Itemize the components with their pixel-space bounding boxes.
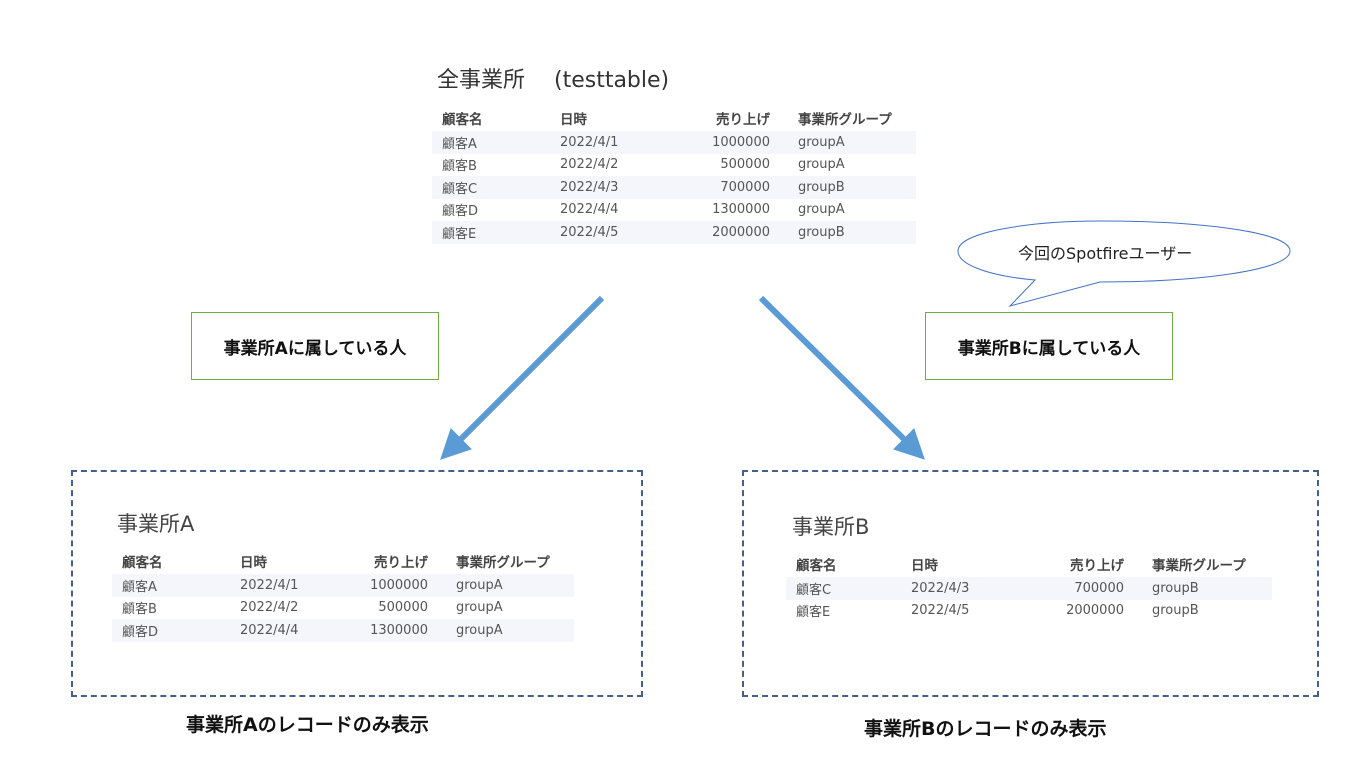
cell-sales: 500000 <box>378 600 428 616</box>
column-header-date: 日時 <box>240 555 267 571</box>
office-a-panel <box>71 470 643 697</box>
cell-customer: 顧客D <box>112 619 230 642</box>
cell-office-group: groupB <box>788 176 916 199</box>
cell-customer: 顧客B <box>122 602 157 618</box>
column-header-office-group: 事業所グループ <box>798 112 892 128</box>
column-header-customer: 顧客名 <box>442 112 483 128</box>
cell-sales: 1000000 <box>668 131 788 154</box>
cell-office-group: groupA <box>788 131 916 154</box>
table-row: 顧客D 2022/4/4 1300000 groupA <box>112 619 574 642</box>
cell-date: 2022/4/3 <box>901 577 1016 600</box>
table-header-row: 顧客名 日時 売り上げ 事業所グループ <box>112 548 574 574</box>
table-row: 顧客C 2022/4/3 700000 groupB <box>786 577 1272 600</box>
cell-customer: 顧客C <box>786 577 901 600</box>
cell-date: 2022/4/3 <box>550 176 668 199</box>
all-offices-table: 顧客名 日時 売り上げ 事業所グループ 顧客A 2022/4/1 1000000… <box>432 105 916 244</box>
speech-bubble-text: 今回のSpotfireユーザー <box>1018 244 1193 263</box>
table-row: 顧客A 2022/4/1 1000000 groupA <box>112 574 574 597</box>
column-header-customer: 顧客名 <box>796 558 837 574</box>
column-header-date: 日時 <box>560 112 587 128</box>
column-header-office-group: 事業所グループ <box>456 555 550 571</box>
cell-date: 2022/4/1 <box>230 574 348 597</box>
cell-office-group: groupA <box>456 600 503 616</box>
arrow-to-office-b <box>758 295 925 460</box>
cell-customer: 顧客A <box>112 574 230 597</box>
label-office-a-member: 事業所Aに属している人 <box>191 312 439 380</box>
table-row: 顧客D 2022/4/4 1300000 groupA <box>432 199 916 222</box>
column-header-customer: 顧客名 <box>122 555 163 571</box>
cell-customer: 顧客D <box>442 204 479 220</box>
table-header-row: 顧客名 日時 売り上げ 事業所グループ <box>432 105 916 131</box>
cell-customer: 顧客C <box>432 176 550 199</box>
office-a-caption: 事業所Aのレコードのみ表示 <box>186 714 429 736</box>
cell-date: 2022/4/5 <box>550 221 668 244</box>
column-header-sales: 売り上げ <box>374 555 428 571</box>
cell-office-group: groupA <box>446 619 574 642</box>
office-a-title: 事業所A <box>117 512 195 536</box>
arrow-to-office-a <box>440 295 605 460</box>
cell-sales: 2000000 <box>668 221 788 244</box>
office-a-table: 顧客名 日時 売り上げ 事業所グループ 顧客A 2022/4/1 1000000… <box>112 548 574 642</box>
cell-customer: 顧客E <box>432 221 550 244</box>
cell-office-group: groupB <box>788 221 916 244</box>
column-header-sales: 売り上げ <box>716 112 770 128</box>
table-row: 顧客B 2022/4/2 500000 groupA <box>432 154 916 177</box>
column-header-sales: 売り上げ <box>1070 558 1124 574</box>
cell-office-group: groupA <box>446 574 574 597</box>
table-row: 顧客E 2022/4/5 2000000 groupB <box>786 600 1272 623</box>
cell-sales: 1300000 <box>348 619 446 642</box>
office-b-panel <box>742 470 1319 697</box>
label-office-b-member: 事業所Bに属している人 <box>925 312 1173 380</box>
cell-date: 2022/4/4 <box>230 619 348 642</box>
cell-customer: 顧客B <box>442 159 477 175</box>
column-header-date: 日時 <box>911 558 938 574</box>
table-header-row: 顧客名 日時 売り上げ 事業所グループ <box>786 551 1272 577</box>
cell-date: 2022/4/2 <box>560 157 619 173</box>
cell-office-group: groupA <box>798 157 845 173</box>
all-offices-title: 全事業所 (testtable) <box>437 68 670 93</box>
table-row: 顧客A 2022/4/1 1000000 groupA <box>432 131 916 154</box>
cell-sales: 2000000 <box>1066 603 1124 619</box>
cell-sales: 700000 <box>1016 577 1142 600</box>
cell-sales: 700000 <box>668 176 788 199</box>
office-b-title: 事業所B <box>792 515 870 539</box>
cell-office-group: groupA <box>798 202 845 218</box>
office-b-table: 顧客名 日時 売り上げ 事業所グループ 顧客C 2022/4/3 700000 … <box>786 551 1272 622</box>
cell-office-group: groupB <box>1152 603 1199 619</box>
table-row: 顧客E 2022/4/5 2000000 groupB <box>432 221 916 244</box>
cell-sales: 1300000 <box>712 202 770 218</box>
cell-sales: 1000000 <box>348 574 446 597</box>
cell-customer: 顧客A <box>432 131 550 154</box>
cell-customer: 顧客E <box>796 605 831 621</box>
cell-date: 2022/4/5 <box>911 603 970 619</box>
cell-date: 2022/4/1 <box>550 131 668 154</box>
office-b-caption: 事業所Bのレコードのみ表示 <box>864 718 1107 740</box>
speech-bubble <box>957 220 1291 307</box>
table-row: 顧客B 2022/4/2 500000 groupA <box>112 597 574 620</box>
cell-date: 2022/4/2 <box>240 600 299 616</box>
table-row: 顧客C 2022/4/3 700000 groupB <box>432 176 916 199</box>
cell-sales: 500000 <box>720 157 770 173</box>
cell-office-group: groupB <box>1142 577 1272 600</box>
column-header-office-group: 事業所グループ <box>1152 558 1246 574</box>
cell-date: 2022/4/4 <box>560 202 619 218</box>
